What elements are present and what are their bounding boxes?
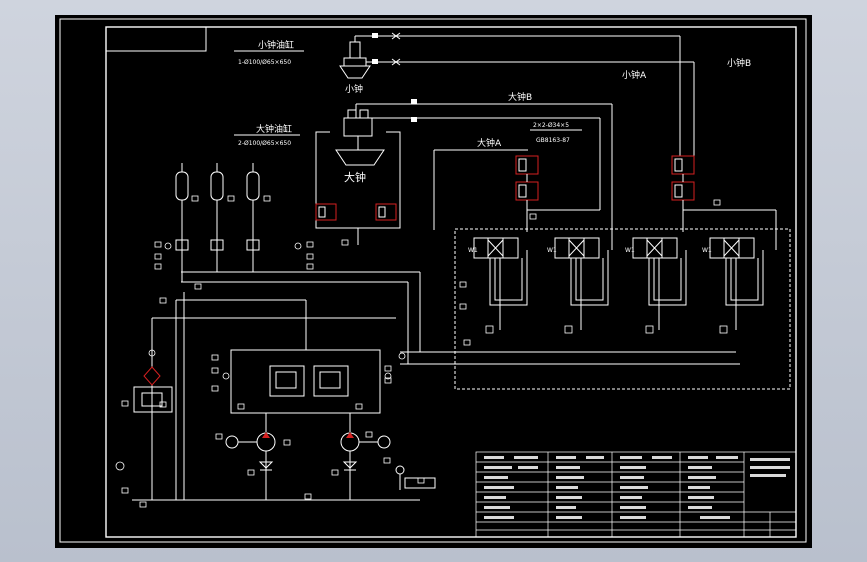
corner-code-box (105, 26, 207, 52)
pump-control-block (230, 349, 381, 432)
small-bell-a-label: 小钟A (622, 69, 647, 81)
pump-supply-lines (132, 292, 420, 501)
small-bell-label: 小钟 (345, 83, 363, 95)
directional-valve-1 (473, 237, 528, 330)
pipe-standard-label: GB8163-87 (536, 137, 570, 144)
pressure-relief-valve (143, 366, 161, 386)
big-bell-a-label: 大钟A (477, 137, 502, 149)
component-tags (115, 195, 728, 508)
valve-3-coil-label: W1 (625, 247, 635, 254)
small-cylinder-heading: 小钟油缸 1-Ø100/Ø65×650 (234, 39, 304, 66)
big-cylinder-title: 大钟油缸 (256, 123, 292, 135)
valve-2-coil-label: W1 (547, 247, 557, 254)
big-cylinder-spec: 2-Ø100/Ø65×650 (238, 140, 291, 147)
valve-1-coil-label: W1 (468, 247, 478, 254)
outer-sheet-border (59, 18, 807, 543)
pipe-spec-label: 2×2-Ø34×5 (533, 122, 569, 129)
big-bell-cylinder (315, 103, 613, 245)
item-tags (372, 33, 417, 122)
small-cylinder-title: 小钟油缸 (258, 39, 294, 51)
title-block (475, 451, 797, 538)
title-block-entries (484, 456, 790, 519)
big-bell-label: 大钟 (344, 170, 366, 184)
directional-valve-bank (181, 209, 777, 365)
valve-4-coil-label: W1 (702, 247, 712, 254)
big-bell-b-label: 大钟B (508, 91, 532, 103)
valve-station-boundary (454, 228, 791, 390)
directional-valve-3 (632, 237, 687, 330)
small-cylinder-spec: 1-Ø100/Ø65×650 (238, 59, 291, 66)
directional-valve-2 (554, 237, 609, 330)
big-cylinder-heading: 大钟油缸 2-Ø100/Ø65×650 (234, 123, 300, 147)
inner-frame-border (105, 26, 797, 538)
hydraulic-lock-valves (515, 155, 695, 232)
big-bell-lock-valves (315, 203, 397, 221)
small-bell-b-label: 小钟B (727, 57, 751, 69)
accumulator-bank (175, 163, 260, 282)
directional-valve-4 (709, 237, 764, 330)
